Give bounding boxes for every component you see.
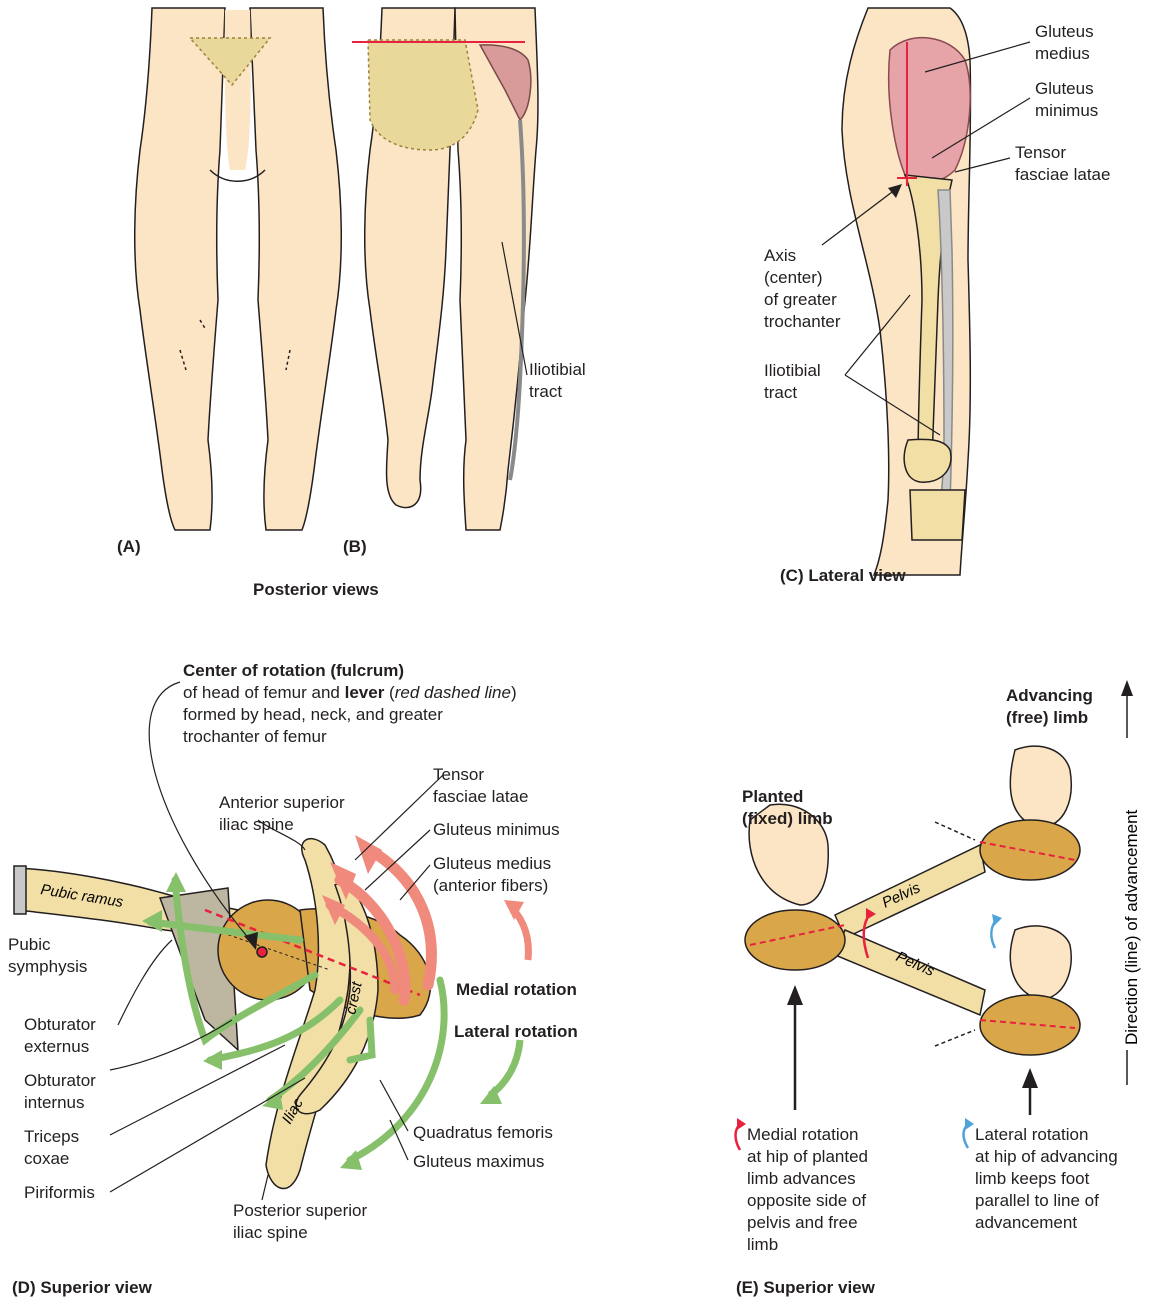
b-iliotibial-label: Iliotibial tract <box>529 359 586 403</box>
panel-e-caption: (E) Superior view <box>736 1277 875 1299</box>
d-obturator-externus-label: Obturator externus <box>24 1014 96 1058</box>
panel-b-caption: (B) <box>343 536 367 558</box>
d-gluteus-maximus-label: Gluteus maximus <box>413 1151 544 1173</box>
d-lateral-rotation-label: Lateral rotation <box>454 1021 578 1043</box>
d-psis-label: Posterior superior iliac spine <box>233 1200 367 1244</box>
d-tensor-fasciae-latae-label: Tensor fasciae latae <box>433 764 528 808</box>
d-asis-label: Anterior superior iliac spine <box>219 792 345 836</box>
direction-arrowhead <box>1121 680 1133 696</box>
e-planted-limb-label: Planted (fixed) limb <box>742 786 833 830</box>
panel-c-lateral-limb <box>842 8 971 575</box>
panel-a-caption: (A) <box>117 536 141 558</box>
d-triceps-coxae-label: Triceps coxae <box>24 1126 79 1170</box>
panel-a-legs-illustration <box>135 8 342 530</box>
panel-d-caption: (D) Superior view <box>12 1277 152 1299</box>
e-lateral-rotation-text: Lateral rotation at hip of advancing lim… <box>975 1124 1118 1234</box>
panel-e-advancing-arrowhead <box>1022 1068 1038 1088</box>
d-obturator-internus-label: Obturator internus <box>24 1070 96 1114</box>
c-tensor-fasciae-latae-label: Tensor fasciae latae <box>1015 142 1110 186</box>
d-piriformis-label: Piriformis <box>24 1182 95 1204</box>
panel-c-caption: (C) Lateral view <box>780 565 906 587</box>
c-axis-label: Axis (center) of greater trochanter <box>764 245 841 333</box>
panel-e-planted-arrowhead <box>787 985 803 1005</box>
d-center-of-rotation-label: Center of rotation (fulcrum) of head of … <box>183 660 517 748</box>
panel-d-rotation-arrow-lateral <box>490 1040 520 1095</box>
d-medial-rotation-label: Medial rotation <box>456 979 577 1001</box>
d-gluteus-medius-label: Gluteus medius (anterior fibers) <box>433 853 551 897</box>
d-quadratus-femoris-label: Quadratus femoris <box>413 1122 553 1144</box>
c-gluteus-medius-label: Gluteus medius <box>1035 21 1094 65</box>
d-pubic-symphysis-label: Pubic symphysis <box>8 934 87 978</box>
d-gluteus-minimus-label: Gluteus minimus <box>433 819 560 841</box>
e-advancing-limb-label: Advancing (free) limb <box>1006 685 1093 729</box>
panel-b-legs-illustration <box>352 8 538 530</box>
direction-label: Direction (line) of advancement <box>1122 809 1141 1045</box>
e-medial-rotation-text: Medial rotation at hip of planted limb a… <box>747 1124 868 1256</box>
c-gluteus-minimus-label: Gluteus minimus <box>1035 78 1098 122</box>
posterior-views-caption: Posterior views <box>253 579 379 601</box>
c-iliotibial-label: Iliotibial tract <box>764 360 821 404</box>
